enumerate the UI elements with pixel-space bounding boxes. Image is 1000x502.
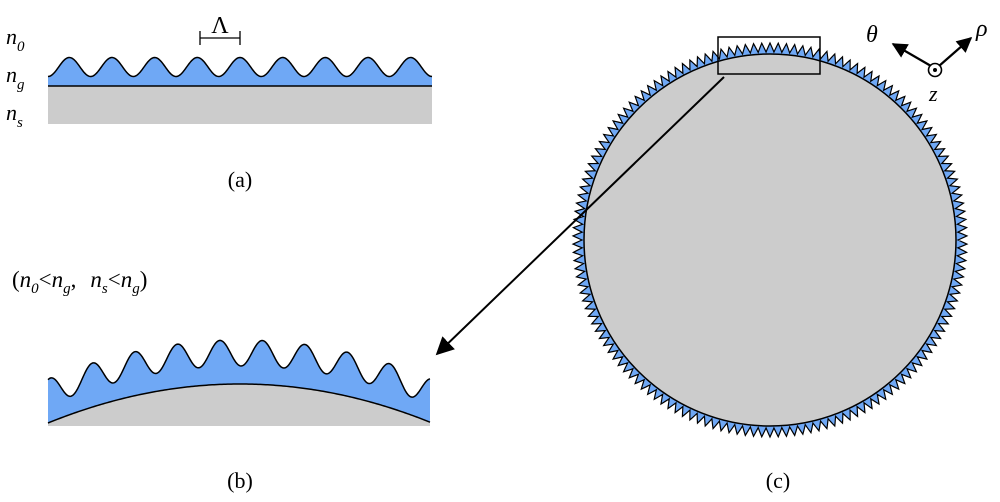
grating-surface-b — [47, 339, 431, 398]
label-n0: n0 — [6, 24, 25, 55]
grating-layer-b — [48, 340, 430, 423]
rho-label: ρ — [975, 16, 988, 42]
period-label: Λ — [211, 13, 229, 39]
coordinate-axes: θ ρ z — [866, 16, 988, 106]
panel-a: Λ n0 ng ns (a) — [6, 13, 433, 192]
z-label: z — [928, 81, 938, 106]
zoom-arrow — [435, 76, 725, 356]
panel-c: (c) — [435, 36, 969, 493]
substrate-layer-a — [48, 86, 432, 124]
zoom-box — [717, 36, 821, 75]
panel-b: (b) — [47, 339, 431, 493]
period-marker — [199, 31, 241, 45]
theta-label: θ — [866, 22, 878, 48]
caption-a: (a) — [228, 167, 252, 192]
caption-c: (c) — [766, 468, 790, 493]
rho-axis-arrow — [938, 36, 973, 67]
grating-layer-a — [48, 57, 432, 86]
refractive-index-condition: (n0<ng,ns<ng) — [12, 267, 147, 297]
circular-substrate — [583, 53, 957, 427]
caption-b: (b) — [227, 468, 253, 493]
z-axis-dot — [933, 68, 937, 72]
theta-axis-arrow — [891, 43, 932, 67]
interface-curve-b — [47, 383, 431, 424]
label-ns: ns — [6, 100, 23, 131]
label-ng: ng — [6, 62, 25, 93]
grating-surface-a — [47, 56, 433, 78]
